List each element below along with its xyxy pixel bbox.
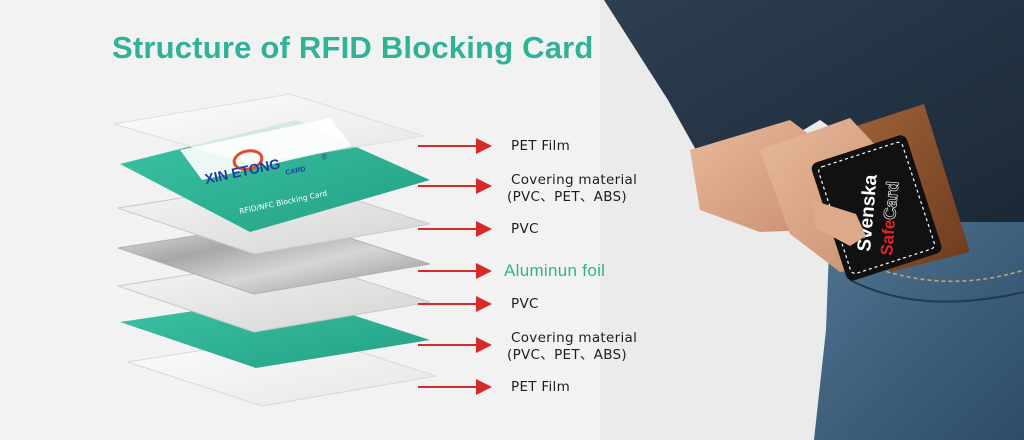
- page-title: Structure of RFID Blocking Card: [112, 30, 594, 65]
- label-pet-film-top: PET Film: [511, 138, 571, 154]
- photo-card-brand-safe: Safe: [877, 219, 899, 256]
- photo-card-body: [811, 135, 942, 281]
- label-pvc-upper: PVC: [511, 221, 539, 237]
- sublabel-covering-bottom: (PVC、PET、ABS): [507, 347, 627, 363]
- label-pvc-lower: PVC: [511, 296, 539, 312]
- jeans-pocket-seam: [859, 261, 1024, 283]
- label-covering-top: Covering material: [511, 172, 638, 188]
- arrow-group: [418, 138, 492, 395]
- logo-swoosh-icon: [232, 149, 264, 171]
- product-photo: Svenska SafeCard: [600, 0, 1024, 440]
- card-logo-band: [180, 118, 352, 180]
- label-covering-bottom: Covering material: [511, 330, 638, 346]
- photo-card-brand-card: Card: [880, 180, 902, 220]
- jeans: [814, 222, 1024, 440]
- label-aluminium-foil: Aluminun foil: [504, 261, 606, 280]
- sublabel-covering-top: (PVC、PET、ABS): [507, 189, 627, 205]
- photo-card-brand-line2: SafeCard: [877, 180, 902, 256]
- label-pet-film-bottom: PET Film: [511, 379, 571, 395]
- jeans-pocket-edge: [849, 279, 1024, 303]
- card-logo-sub: CARD: [285, 166, 306, 177]
- card-logo-mark: ®: [321, 152, 329, 162]
- layer-covering-bottom: [120, 296, 430, 368]
- thumb: [812, 200, 866, 246]
